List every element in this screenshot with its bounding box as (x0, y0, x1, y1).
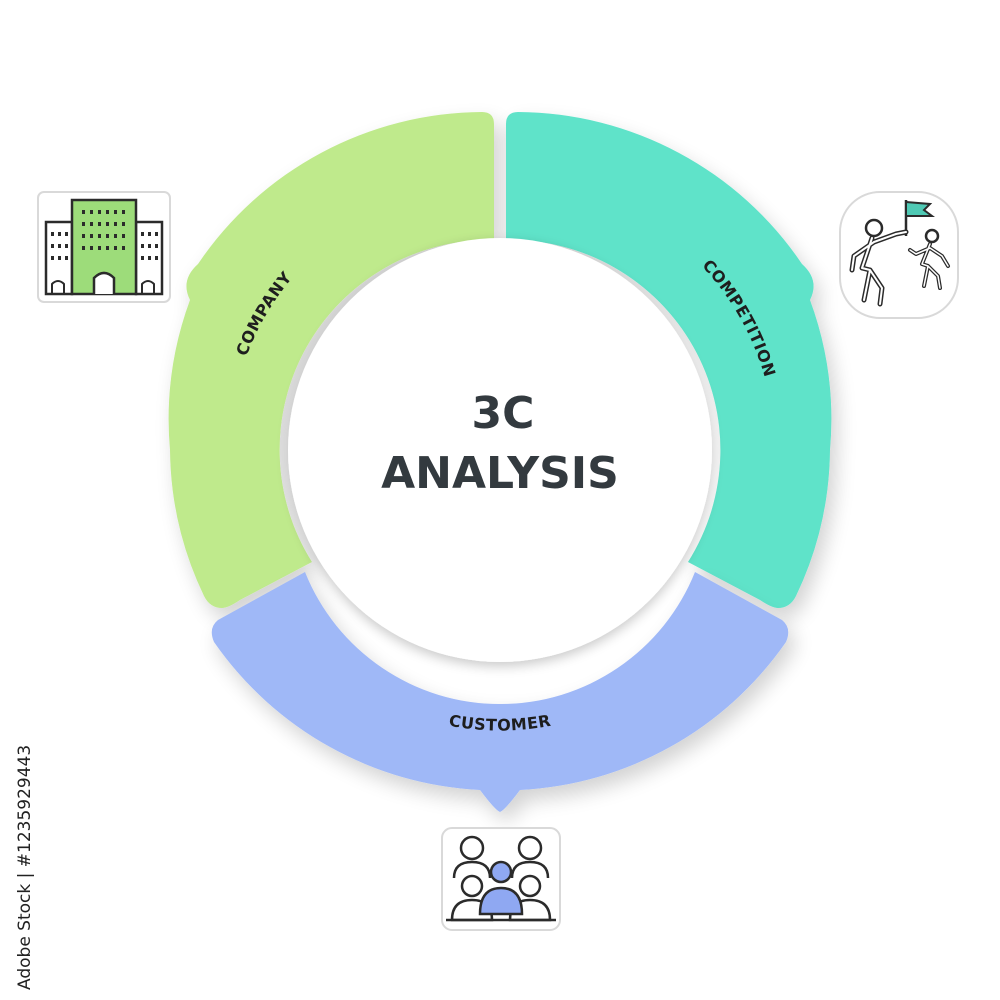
center-title-line1: 3C (472, 388, 535, 439)
center-circle (288, 238, 712, 662)
stock-id-text: Adobe Stock | #1235929443 (15, 745, 35, 990)
office-building-icon (37, 191, 171, 303)
segment-company-shape (168, 112, 495, 608)
segment-competition[interactable] (506, 112, 832, 608)
competition-runners-flag-icon (839, 191, 959, 319)
center-title-line2: ANALYSIS (381, 448, 619, 499)
segment-customer-shape (211, 572, 789, 812)
segment-label-customer: CUSTOMER (448, 711, 553, 735)
segment-company[interactable] (168, 112, 495, 608)
segment-competition-shape (506, 112, 832, 608)
segment-customer[interactable] (211, 572, 789, 812)
customer-group-icon (441, 827, 561, 931)
